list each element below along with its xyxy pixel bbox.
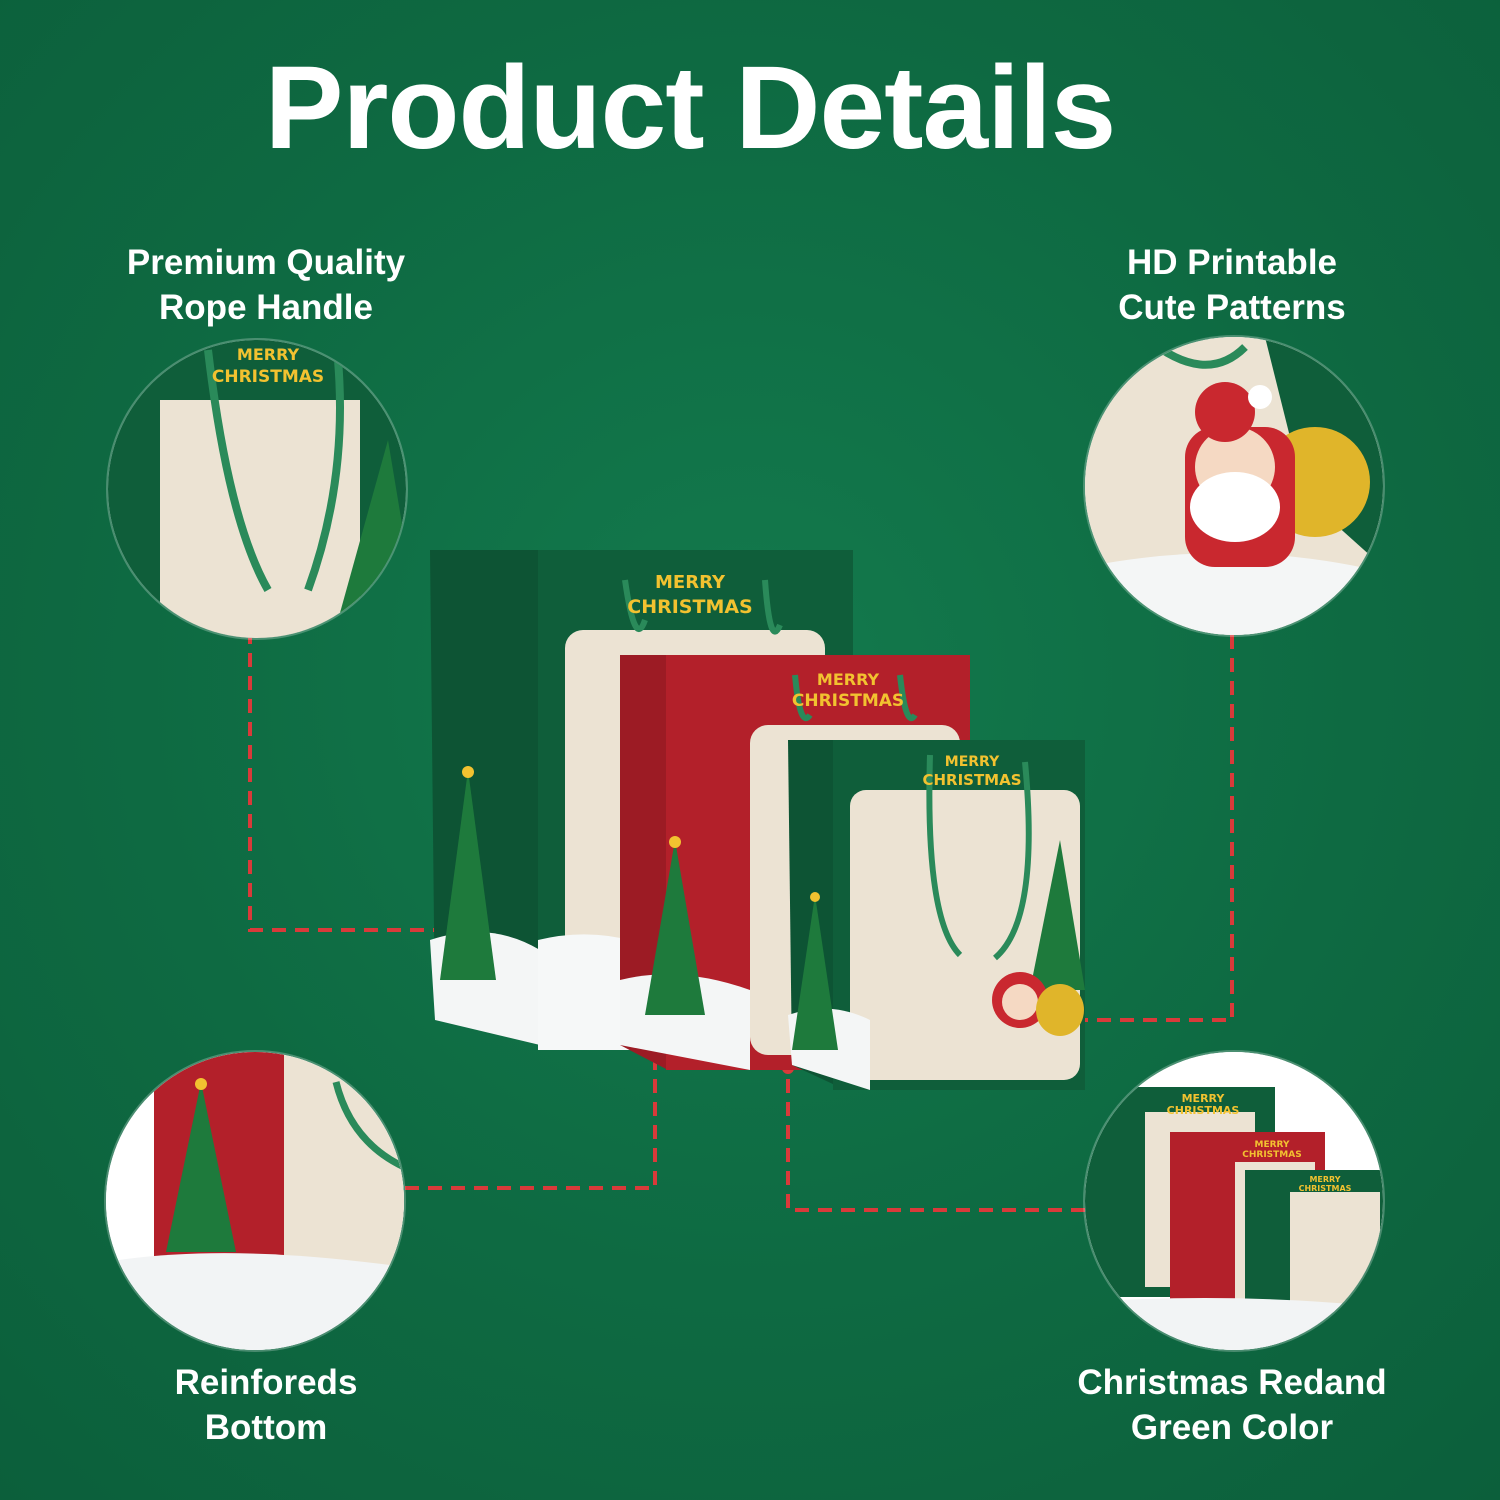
bag-print-line1: MERRY (655, 572, 726, 593)
feature-label-line: Reinforeds (174, 1363, 358, 1402)
bag-print-line2: CHRISTMAS (1299, 1184, 1352, 1193)
connector-color (786, 1068, 1085, 1212)
page-title: Product Details (264, 42, 1117, 174)
zoom-circle-bottom (106, 1052, 404, 1350)
feature-label-cute-patterns: HD Printable Cute Patterns (1022, 240, 1442, 330)
bag-print-line2: CHRISTMAS (212, 367, 324, 387)
bag-print-line1: MERRY (1255, 1140, 1290, 1150)
zoom-circle-rope-handle: MERRY CHRISTMAS (108, 340, 406, 638)
bag-print-line1: MERRY (237, 345, 300, 364)
zoom-circle-color: MERRY CHRISTMAS MERRY CHRISTMAS MERRY CH… (1085, 1052, 1383, 1350)
feature-label-line: Cute Patterns (1118, 288, 1346, 327)
feature-label-line: Christmas Redand (1077, 1363, 1387, 1402)
bag-print-line1: MERRY (1182, 1092, 1226, 1105)
bag-print-line1: MERRY (1309, 1175, 1340, 1184)
feature-label-rope-handle: Premium Quality Rope Handle (56, 240, 476, 330)
feature-label-line: Rope Handle (159, 288, 373, 327)
feature-label-line: Bottom (204, 1408, 328, 1447)
bag-print-line2: CHRISTMAS (792, 691, 904, 711)
product-bags-image: MERRY CHRISTMAS MERRY CHRISTMAS MERRY CH… (430, 550, 1085, 1090)
bag-print-line2: CHRISTMAS (922, 771, 1021, 789)
connector-rope-handle (248, 630, 935, 932)
connector-cute-patterns (1072, 635, 1234, 1022)
bag-print-line2: CHRISTMAS (627, 596, 753, 618)
bag-print-line2: CHRISTMAS (1167, 1104, 1240, 1117)
bag-print-line1: MERRY (945, 754, 1000, 770)
zoom-circle-cute-patterns (1085, 337, 1383, 635)
small-green-bag: MERRY CHRISTMAS (788, 740, 1085, 1090)
feature-label-line: HD Printable (1126, 243, 1338, 282)
feature-label-line: Green Color (1130, 1408, 1334, 1447)
feature-label-line: Premium Quality (126, 243, 406, 282)
feature-label-color: Christmas Redand Green Color (1022, 1360, 1442, 1450)
feature-label-bottom: Reinforeds Bottom (56, 1360, 476, 1450)
bag-print-line1: MERRY (817, 670, 880, 689)
bag-print-line2: CHRISTMAS (1242, 1150, 1301, 1160)
